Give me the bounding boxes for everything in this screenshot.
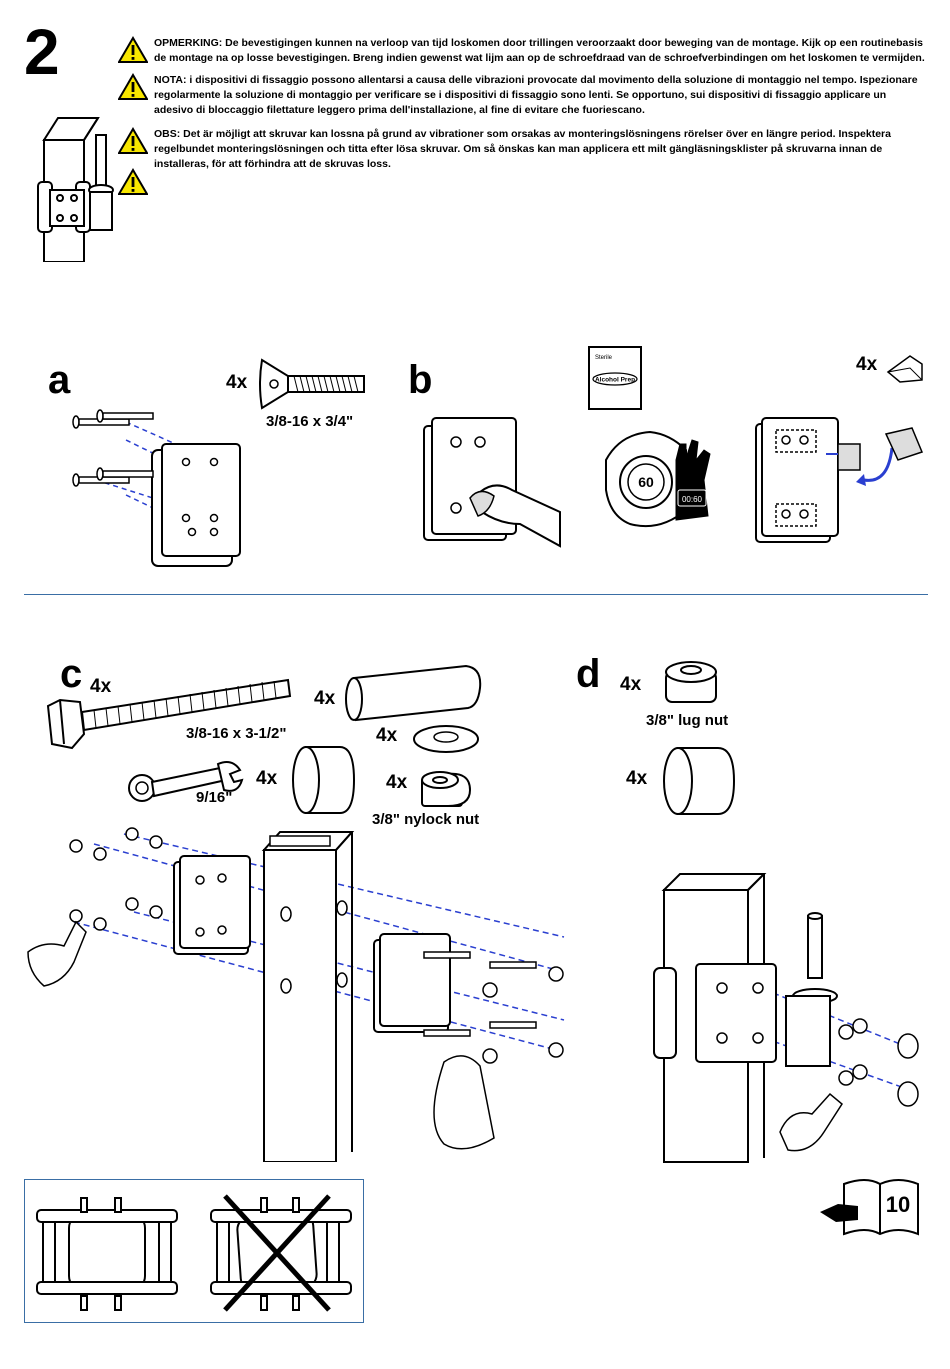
spacer-tube-icon (345, 664, 482, 722)
lugnut-label: 3/8" lug nut (646, 712, 729, 729)
alcohol-prep-packet-icon: Sterile Alcohol Prep (588, 346, 642, 410)
page-ref-number: 10 (886, 1192, 910, 1217)
cap-qty-d: 4x (626, 768, 648, 789)
wrench-label: 9/16" (196, 789, 233, 806)
nut-label: 3/8" nylock nut (372, 811, 480, 828)
wrench-icon (128, 761, 244, 802)
end-cap-icon (292, 746, 356, 814)
post-thumbnail-illustration (37, 117, 114, 262)
section-a-letter: a (48, 358, 71, 402)
wipe-brand: Sterile (595, 355, 613, 361)
spacer-qty: 4x (314, 688, 336, 709)
washer-qty: 4x (376, 725, 398, 746)
nylock-nut-icon (421, 771, 472, 807)
clamp-comparison-illustration (36, 1194, 352, 1312)
cap-qty: 4x (256, 768, 278, 789)
section-b-letter: b (408, 358, 433, 402)
warning-text: OPMERKING: De bevestigingen kunnen na ve… (154, 37, 925, 64)
section-d-assembly-illustration (653, 873, 919, 1163)
lugnut-qty: 4x (620, 674, 642, 695)
warning-icon (118, 127, 148, 154)
screw-spec: 3/8-16 x 3/4" (266, 413, 354, 430)
warning-icon (118, 73, 148, 100)
warning-icon (118, 36, 148, 63)
section-b-wipe-plate-illustration (423, 417, 561, 548)
nut-qty: 4x (386, 772, 408, 793)
section-d-letter: d (576, 652, 601, 696)
cross-out-icon (223, 1194, 331, 1312)
pad-qty: 4x (856, 354, 878, 375)
clamp-correct-incorrect-box (24, 1179, 364, 1323)
section-divider (24, 594, 928, 595)
warning-icon (118, 168, 148, 195)
screw-qty: 4x (226, 372, 248, 393)
bolt-qty: 4x (90, 676, 112, 697)
warning-text: OBS: Det är möjligt att skruvar kan loss… (154, 128, 891, 170)
warning-sv: OBS: Det är möjligt att skruvar kan loss… (118, 127, 928, 172)
section-a-plate-illustration (72, 409, 241, 567)
timer-display: 00:60 (682, 495, 703, 504)
end-cap-icon (663, 747, 736, 815)
warning-nl: OPMERKING: De bevestigingen kunnen na ve… (118, 36, 928, 66)
clamp-correct (36, 1197, 178, 1311)
section-c-assembly-illustration (27, 827, 565, 1162)
lug-nut-icon (665, 661, 717, 703)
warning-text: NOTA: i dispositivi di fissaggio possono… (154, 74, 918, 116)
book-page-reference-icon: 10 (820, 1179, 919, 1236)
adhesive-pad-icon (886, 355, 923, 383)
timer-hand-illustration: 60 00:60 (605, 430, 711, 528)
hex-bolt-icon (46, 678, 292, 750)
washer-icon (413, 725, 479, 753)
flat-head-screw-icon (259, 358, 365, 410)
bolt-spec: 3/8-16 x 3-1/2" (186, 725, 287, 742)
timer-seconds: 60 (638, 474, 654, 490)
section-c-letter: c (60, 652, 83, 696)
section-b-pad-plate-illustration (755, 417, 924, 543)
wipe-label: Alcohol Prep (595, 377, 635, 384)
step-number: 2 (24, 16, 60, 88)
warning-it: NOTA: i dispositivi di fissaggio possono… (118, 73, 928, 118)
